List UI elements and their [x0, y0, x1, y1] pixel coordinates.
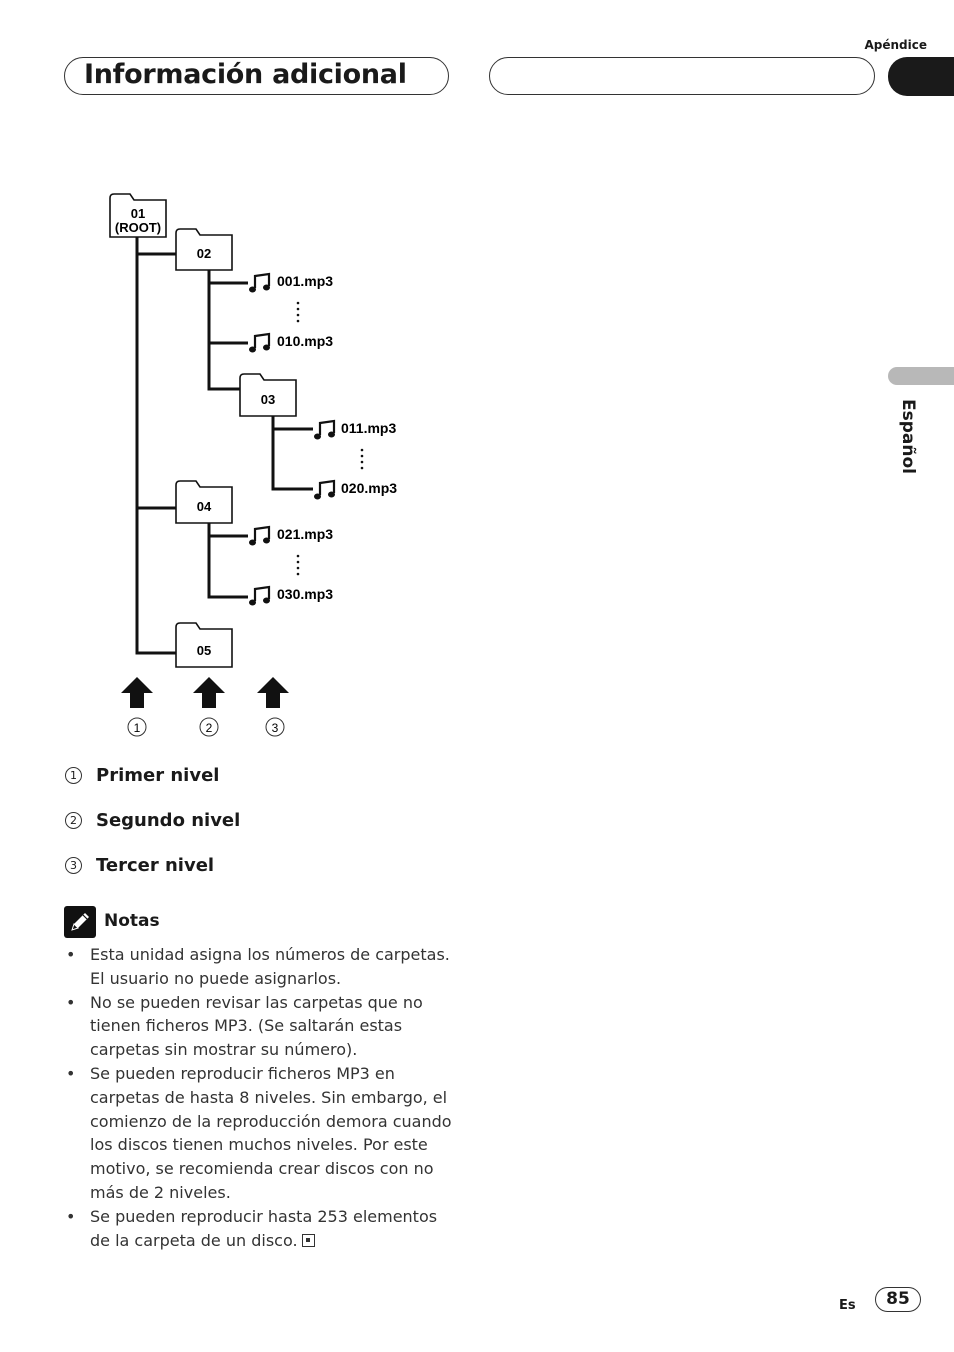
level-marker: 3 — [65, 857, 82, 874]
music-file-icon — [312, 419, 337, 441]
page-number: 85 — [875, 1287, 921, 1312]
level-marker-circle — [127, 717, 147, 737]
level-item: 3 Tercer nivel — [64, 854, 464, 899]
notes-title: Notas — [104, 911, 160, 931]
note-item: No se pueden revisar las carpetas que no… — [64, 991, 454, 1062]
music-file-icon — [312, 479, 337, 501]
ellipsis-dots — [296, 554, 300, 576]
language-label: Español — [898, 399, 918, 474]
ellipsis-dots — [296, 301, 300, 323]
level-item: 1 Primer nivel — [64, 764, 464, 809]
folder-label: 02 — [197, 246, 211, 261]
level-marker: 2 — [65, 812, 82, 829]
section-label: Apéndice — [864, 38, 927, 52]
level-marker-circle — [265, 717, 285, 737]
ellipsis-dots — [360, 448, 364, 470]
end-of-section-icon — [301, 1233, 315, 1247]
header-empty-frame — [489, 57, 875, 95]
level-legend: 1 Primer nivel 2 Segundo nivel 3 Tercer … — [64, 764, 464, 899]
folder-label: 03 — [261, 392, 275, 407]
folder-label: 04 — [197, 499, 212, 514]
level-marker: 3 — [272, 721, 279, 735]
note-item: Esta unidad asigna los números de carpet… — [64, 943, 454, 991]
level-label: Primer nivel — [96, 765, 220, 786]
folder-02: 02 — [175, 228, 233, 271]
file-label: 021.mp3 — [277, 526, 333, 542]
file-label: 001.mp3 — [277, 273, 333, 289]
folder-05: 05 — [175, 622, 233, 668]
level-item: 2 Segundo nivel — [64, 809, 464, 854]
note-text: Esta unidad asigna los números de carpet… — [90, 945, 450, 988]
file-label: 010.mp3 — [277, 333, 333, 349]
language-code: Es — [839, 1298, 856, 1313]
language-tab — [888, 367, 954, 385]
level-label: Tercer nivel — [96, 855, 215, 876]
level-arrow-icon — [193, 677, 225, 708]
section-tab — [888, 57, 954, 96]
folder-04: 04 — [175, 480, 233, 524]
note-text: Se pueden reproducir ficheros MP3 en car… — [90, 1063, 452, 1202]
root-folder: 01 (ROOT) — [109, 193, 167, 238]
root-folder-number: 01 — [131, 206, 145, 221]
music-file-icon — [247, 585, 272, 607]
file-label: 030.mp3 — [277, 586, 333, 602]
level-marker: 2 — [206, 721, 213, 735]
level-marker-circle — [199, 717, 219, 737]
pencil-icon — [64, 906, 96, 938]
file-label: 011.mp3 — [341, 420, 396, 436]
notes-list: Esta unidad asigna los números de carpet… — [64, 943, 454, 1252]
folder-label: 05 — [197, 643, 211, 658]
level-arrow-icon — [257, 677, 289, 708]
music-file-icon — [247, 272, 272, 294]
note-item: Se pueden reproducir hasta 253 elementos… — [64, 1205, 454, 1253]
level-marker: 1 — [134, 721, 141, 735]
folder-tree-diagram: 01 (ROOT) 02 03 04 05 001.mp3 010.mp3 01… — [109, 193, 397, 737]
music-file-icon — [247, 332, 272, 354]
file-label: 020.mp3 — [341, 480, 397, 496]
music-file-icon — [247, 525, 272, 547]
note-text: No se pueden revisar las carpetas que no… — [90, 992, 423, 1060]
level-label: Segundo nivel — [96, 810, 241, 831]
folder-03: 03 — [239, 373, 297, 417]
note-item: Se pueden reproducir ficheros MP3 en car… — [64, 1062, 454, 1205]
page-title: Información adicional — [84, 59, 407, 90]
root-folder-label: (ROOT) — [115, 220, 161, 235]
note-text: Se pueden reproducir hasta 253 elementos… — [90, 1206, 438, 1250]
title-frame — [64, 57, 449, 95]
level-arrow-icon — [121, 677, 153, 708]
level-marker: 1 — [65, 767, 82, 784]
tree-connectors — [135, 237, 313, 655]
